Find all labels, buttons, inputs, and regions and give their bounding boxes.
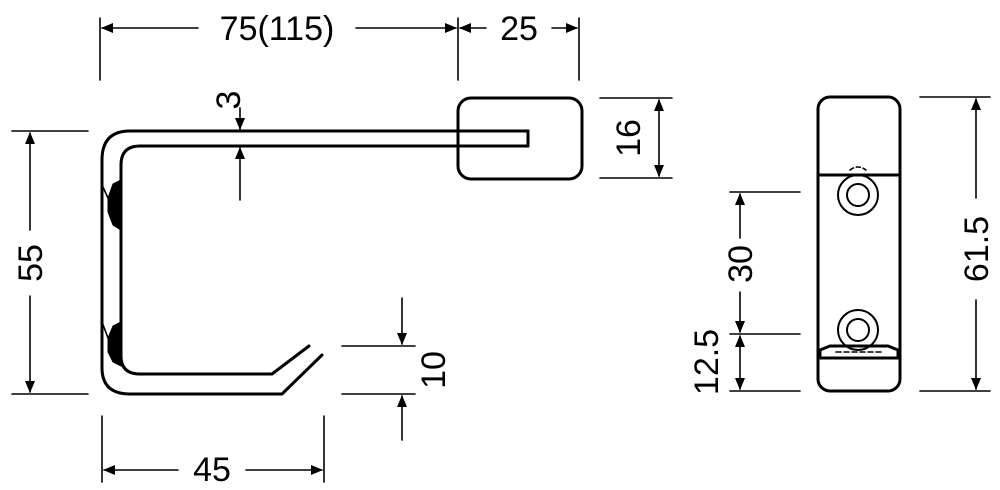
dim-bar-thickness: 3 bbox=[210, 91, 248, 201]
dim-label-overall-length: 75(115) bbox=[220, 10, 335, 48]
holder-side-view bbox=[100, 96, 584, 396]
lower-screw-hole-outer bbox=[837, 309, 879, 351]
dim-overall-length: 75(115) bbox=[99, 10, 459, 81]
upper-screw-hole-outer bbox=[837, 174, 879, 216]
holder-outer-contour bbox=[100, 129, 530, 396]
dim-label-plate-height: 16 bbox=[610, 119, 648, 157]
dim-label-inner-width: 45 bbox=[193, 451, 231, 489]
holder-inner-contour bbox=[119, 144, 530, 376]
lower-boss bbox=[107, 321, 122, 367]
dim-hole-spacing: 30 bbox=[722, 191, 801, 335]
lower-tab bbox=[818, 344, 900, 360]
lower-boss-edge bbox=[101, 321, 109, 339]
upper-boss-edge bbox=[101, 184, 109, 199]
dim-label-total-height: 61.5 bbox=[958, 216, 996, 282]
dim-plate-height: 16 bbox=[599, 97, 673, 179]
plate-outline bbox=[816, 95, 902, 393]
dim-label-bar-thickness: 3 bbox=[210, 91, 248, 110]
upper-screw-hole-inner bbox=[846, 183, 870, 207]
dim-label-hole-spacing: 30 bbox=[722, 245, 760, 283]
dim-total-height: 61.5 bbox=[919, 96, 996, 392]
dim-inner-width: 45 bbox=[101, 415, 325, 489]
mounting-plate-side bbox=[456, 96, 584, 181]
dim-height: 55 bbox=[11, 130, 89, 395]
dim-label-plate-width: 25 bbox=[500, 10, 538, 48]
dim-label-end-rise: 10 bbox=[415, 351, 453, 389]
dim-label-height: 55 bbox=[12, 244, 50, 282]
plate-front-view bbox=[816, 95, 902, 393]
dim-end-rise: 10 bbox=[341, 297, 453, 441]
lower-screw-hole-inner bbox=[846, 318, 870, 342]
dim-hole-offset: 12.5 bbox=[688, 329, 801, 395]
dim-label-hole-offset: 12.5 bbox=[688, 329, 726, 395]
dim-plate-width: 25 bbox=[459, 10, 580, 81]
upper-boss bbox=[107, 179, 122, 231]
upper-hole-hidden-line bbox=[849, 166, 867, 171]
